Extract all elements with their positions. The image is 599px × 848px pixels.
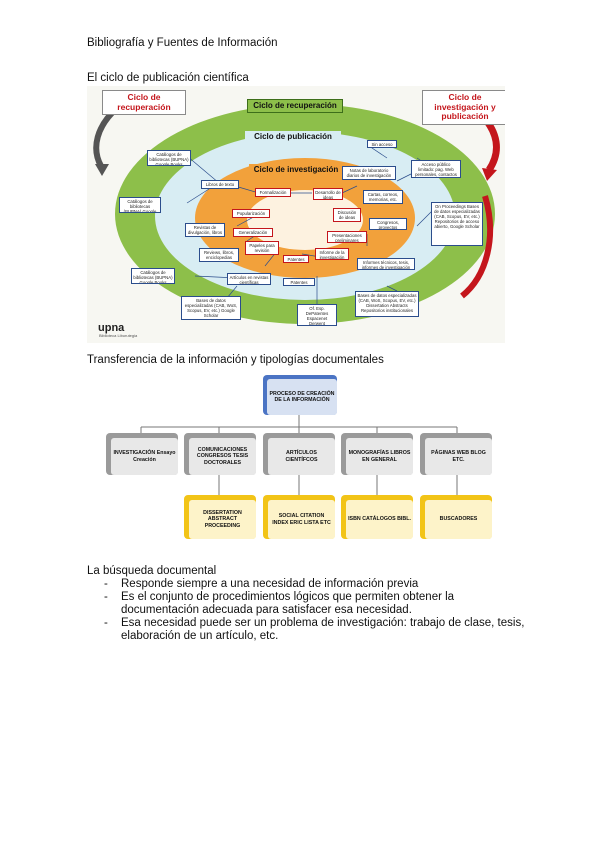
box-proceedings: On Proceedings Bases de datos especializ… (431, 202, 483, 246)
box-revistas-divulgacion: Revistas de divulgación, libros (185, 223, 225, 237)
types-connectors (106, 375, 492, 539)
busqueda-list: -Responde siempre a una necesidad de inf… (87, 578, 527, 643)
box-bases-datos-1: Bases de datos especializadas (CAB, WoS,… (181, 296, 241, 320)
section-heading-ciclo: El ciclo de publicación científica (87, 72, 249, 84)
box-catalogos-3: Catálogos de bibliotecas (BUPNA) Google … (131, 268, 175, 284)
card-articulos: ARTÍCULOS CIENTÍFCOS (285, 450, 318, 463)
band-recuperacion: Ciclo de recuperación (247, 99, 343, 113)
box-discusion: Discusión de ideas (333, 208, 361, 222)
box-catalogos-1: Catálogos de bibliotecas (BUPNA) Google … (147, 150, 191, 166)
card-paginas-web: PÁGINAS WEB BLOG ETC. (431, 450, 486, 463)
box-acceso-publico: Acceso público limitado: pag. Web person… (411, 160, 461, 178)
box-notas: Notas de laboratorio diarios de investig… (342, 166, 396, 180)
card-monografias: MONOGRAFÍAS LIBROS EN GENERAL (348, 450, 411, 463)
box-patentes-1: Patentes (283, 255, 309, 263)
band-investigacion: Ciclo de investigación (249, 164, 343, 176)
list-item: -Esa necesidad puede ser un problema de … (104, 617, 525, 642)
card-root-proceso: PROCESO DE CREACIÓN DE LA INFORMACIÓN (269, 390, 335, 403)
card-dissertation: DISSERTATION ABSTRACT PROCEEDING (203, 510, 242, 529)
tag-ciclo-investigacion: Ciclo de investigación y publicación (422, 90, 505, 125)
box-generalizacion: Generalización (233, 228, 273, 237)
box-libros-texto: Libros de texto (201, 180, 239, 189)
list-item: -Responde siempre a una necesidad de inf… (104, 578, 419, 590)
document-title: Bibliografía y Fuentes de Información (87, 37, 278, 49)
box-papeles-revision: Papeles para revisión (245, 241, 279, 255)
section-heading-busqueda: La búsqueda documental (87, 565, 217, 577)
information-types-figure: PROCESO DE CREACIÓN DE LA INFORMACIÓN IN… (106, 375, 492, 543)
box-informes-tecnicos: Informes técnicos, tesis, informes de in… (357, 258, 415, 270)
box-catalogos-2: Catálogos de bibliotecas (BUPNA) Google … (119, 197, 161, 213)
band-publicacion: Ciclo de publicación (245, 131, 341, 143)
box-desarrollo: Desarrollo de ideas (313, 188, 343, 200)
list-item: -Es el conjunto de procedimientos lógico… (104, 591, 455, 616)
card-isbn: ISBN CATÁLOGOS BIBL. (348, 516, 411, 523)
box-congresos: Congresos, proyectos (369, 218, 407, 230)
tag-ciclo-recuperacion: Ciclo de recuperación (102, 90, 186, 115)
box-oficina-patentes: Of. Esp. DePatentes Espacenet Derwent (297, 304, 337, 326)
card-social-citation: SOCIAL CITATION INDEX ERIC LISTA ETC (272, 513, 331, 526)
box-formalizacion: Formalización (255, 188, 291, 197)
upna-logo: upna (98, 322, 125, 334)
publication-cycle-figure: Ciclo de recuperación Ciclo de investiga… (87, 86, 505, 343)
section-heading-transferencia: Transferencia de la información y tipolo… (87, 354, 384, 366)
box-articulos-revistas: Artículos en revistas científicas (227, 273, 271, 285)
box-reviews: Reviews, libros, enciclopedias (199, 248, 239, 262)
box-sin-acceso: Sin acceso (367, 140, 397, 148)
upna-logo-subtitle: Biblioteca Liburutegia (99, 333, 138, 338)
card-comunicaciones: COMUNICACIONES CONGRESOS TESIS DOCTORALE… (196, 447, 249, 466)
box-bases-datos-2: Bases de datos especializadas (CAB, WoS,… (355, 291, 419, 317)
card-buscadores: BUSCADORES (439, 516, 478, 523)
box-popularizacion: Popularización (232, 209, 270, 218)
box-cartas: Cartas, correos, memorias, etc. (363, 190, 403, 204)
box-patentes-2: Patentes (283, 278, 315, 286)
box-informe-investigacion: Informe de la investigación (315, 248, 349, 260)
card-investigacion: INVESTIGACIÓN Ensayo Creación (113, 450, 176, 463)
box-presentaciones: Presentaciones preliminares (327, 231, 367, 243)
